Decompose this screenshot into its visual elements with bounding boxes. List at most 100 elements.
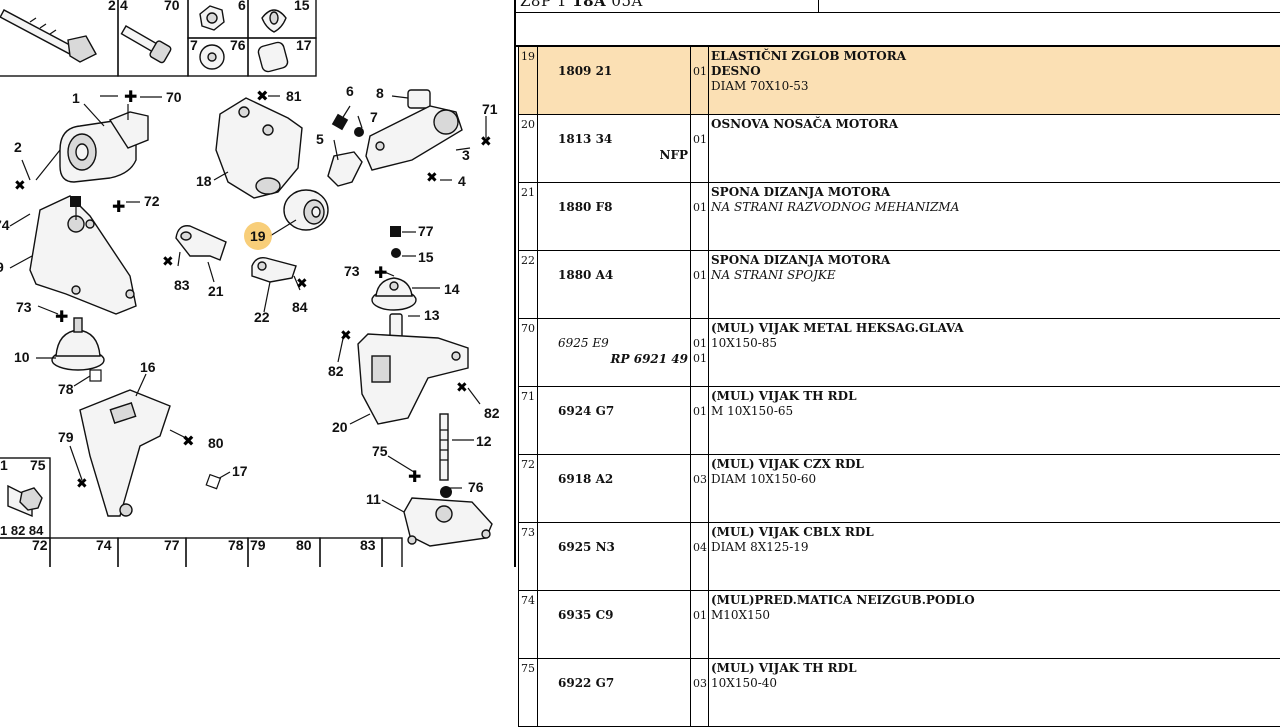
- description-line: (MUL) VIJAK CBLX RDL: [711, 525, 1279, 540]
- callout-21: 21: [208, 283, 224, 299]
- row-quantity: 01: [691, 47, 709, 115]
- callout-17: 17: [232, 463, 248, 479]
- callout-9: 9: [0, 259, 4, 275]
- row-quantity: 03: [691, 455, 709, 523]
- washer-76-icon: [200, 45, 224, 69]
- row-quantity: 01: [691, 115, 709, 183]
- callout-4: 4: [120, 0, 128, 13]
- row-quantity: 04: [691, 523, 709, 591]
- nut-70-icon: [200, 6, 224, 30]
- svg-text:✚: ✚: [408, 467, 421, 486]
- callout-83: 83: [174, 277, 190, 293]
- row-index: 72: [519, 455, 538, 523]
- callout-74-box: 74: [96, 537, 112, 553]
- quantity-value: 01: [693, 132, 706, 147]
- callout-14: 14: [444, 281, 460, 297]
- part-number: 6918 A2: [558, 472, 613, 486]
- callout-17: 17: [296, 37, 312, 53]
- description-line: DIAM 70X10-53: [711, 79, 1279, 94]
- row-index: 22: [519, 251, 538, 319]
- callout-76: 76: [468, 479, 484, 495]
- description-line: (MUL) VIJAK CZX RDL: [711, 457, 1279, 472]
- quantity-value: 01: [693, 64, 706, 79]
- row-index: 70: [519, 319, 538, 387]
- pad-8-icon: [408, 90, 430, 108]
- mount-14-icon: [372, 278, 416, 310]
- row-quantity: 01: [691, 387, 709, 455]
- reference-header: Z8P 1 18A 05A: [516, 0, 1280, 13]
- row-reference: 1880 F8: [538, 183, 691, 251]
- callout-73: 73: [16, 299, 32, 315]
- callout-10: 10: [14, 349, 30, 365]
- quantity-value: 01: [693, 608, 706, 623]
- quantity-value: 01: [693, 336, 706, 351]
- callout-2: 2: [108, 0, 116, 13]
- svg-text:✖: ✖: [162, 254, 174, 270]
- quantity-value: 01: [693, 404, 706, 419]
- row-reference: 6925 N3: [538, 523, 691, 591]
- mount-1-icon: [60, 112, 148, 182]
- callout-79: 79: [58, 429, 74, 445]
- sleeve-17-icon: [257, 41, 289, 73]
- svg-text:✖: ✖: [426, 170, 438, 186]
- description-line: 10X150-40: [711, 676, 1279, 691]
- callout-71: 71: [482, 101, 498, 117]
- bottom-parts-boxes: [0, 458, 402, 567]
- description-line: M10X150: [711, 608, 1279, 623]
- svg-text:✖: ✖: [340, 328, 352, 344]
- callout-80: 80: [208, 435, 224, 451]
- row-index: 73: [519, 523, 538, 591]
- arm-3-icon: [366, 106, 462, 170]
- callout-20: 20: [332, 419, 348, 435]
- svg-text:✖: ✖: [256, 87, 269, 105]
- callout-22: 22: [254, 309, 270, 325]
- callout-3: 3: [462, 147, 470, 163]
- callout-19: 19: [250, 228, 266, 244]
- part-note: NFP: [659, 148, 688, 162]
- pin-12-icon: [440, 414, 448, 480]
- callout-15: 15: [294, 0, 310, 13]
- part-number: 6924 G7: [558, 404, 614, 418]
- description-line: M 10X150-65: [711, 404, 1279, 419]
- row-description: OSNOVA NOSAČA MOTORA: [709, 115, 1280, 183]
- callout-12: 12: [476, 433, 492, 449]
- row-reference: 1880 A4: [538, 251, 691, 319]
- row-reference: 1809 21: [538, 47, 691, 115]
- callout-1-box: 1: [0, 457, 8, 473]
- row-quantity: 01: [691, 251, 709, 319]
- callout-18: 18: [196, 173, 212, 189]
- row-quantity: 01: [691, 183, 709, 251]
- quantity-value: 01: [693, 268, 706, 283]
- row-reference: 6918 A2: [538, 455, 691, 523]
- link-22-icon: [252, 258, 296, 282]
- description-line: NA STRANI RAZVODNOG MEHANIZMA: [711, 200, 1279, 215]
- description-line: NA STRANI SPOJKE: [711, 268, 1279, 283]
- callout-75-box: 75: [30, 457, 46, 473]
- bolt-2-icon: [0, 10, 96, 62]
- row-index: 71: [519, 387, 538, 455]
- svg-text:✖: ✖: [14, 178, 26, 194]
- row-quantity: 03: [691, 659, 709, 727]
- part-number: 6925 N3: [558, 540, 615, 554]
- callout-78-box: 78: [228, 537, 244, 553]
- row-index: 19: [519, 47, 538, 115]
- clip-15-icon: [262, 10, 286, 32]
- callout-11: 11: [366, 491, 381, 507]
